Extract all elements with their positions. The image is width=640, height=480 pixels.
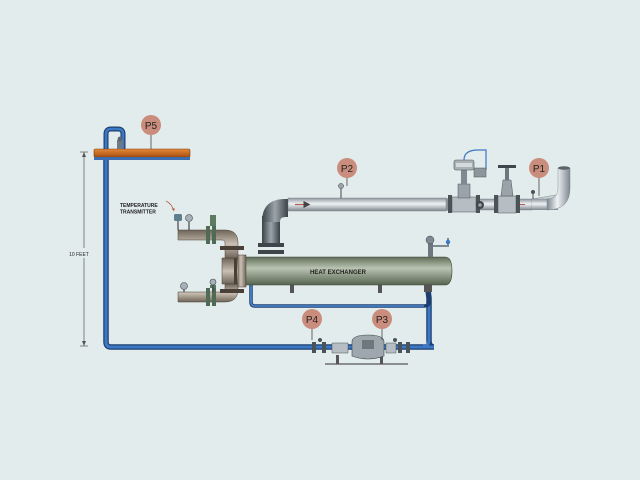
height-dimension: 10 FEET xyxy=(68,151,90,347)
height-label: 10 FEET xyxy=(69,252,89,258)
point-p5[interactable]: P5 xyxy=(141,115,161,149)
control-valve-assembly xyxy=(448,149,535,214)
steam-trap-assembly xyxy=(312,334,410,365)
point-p1[interactable]: P1 xyxy=(529,158,549,196)
condensate-return-line xyxy=(103,126,435,350)
point-p4[interactable]: P4 xyxy=(302,309,322,340)
point-p2[interactable]: P2 xyxy=(337,158,357,198)
heat-exchanger: HEAT EXCHANGER xyxy=(221,235,453,293)
point-p2-label: P2 xyxy=(341,164,354,175)
measurement-points: P1 P2 P3 P4 P5 xyxy=(141,115,549,340)
point-p4-label: P4 xyxy=(306,315,319,326)
point-p3[interactable]: P3 xyxy=(372,309,392,340)
point-p5-label: P5 xyxy=(145,121,158,132)
steam-supply-line xyxy=(258,166,571,254)
temperature-transmitter-label: TEMPERATURE TRANSMITTER xyxy=(120,203,159,216)
point-p3-label: P3 xyxy=(376,315,389,326)
point-p1-label: P1 xyxy=(533,164,546,175)
process-piping-left: TEMPERATURE TRANSMITTER xyxy=(120,200,244,306)
elevated-header xyxy=(93,136,191,160)
heat-exchanger-label: HEAT EXCHANGER xyxy=(310,270,367,276)
